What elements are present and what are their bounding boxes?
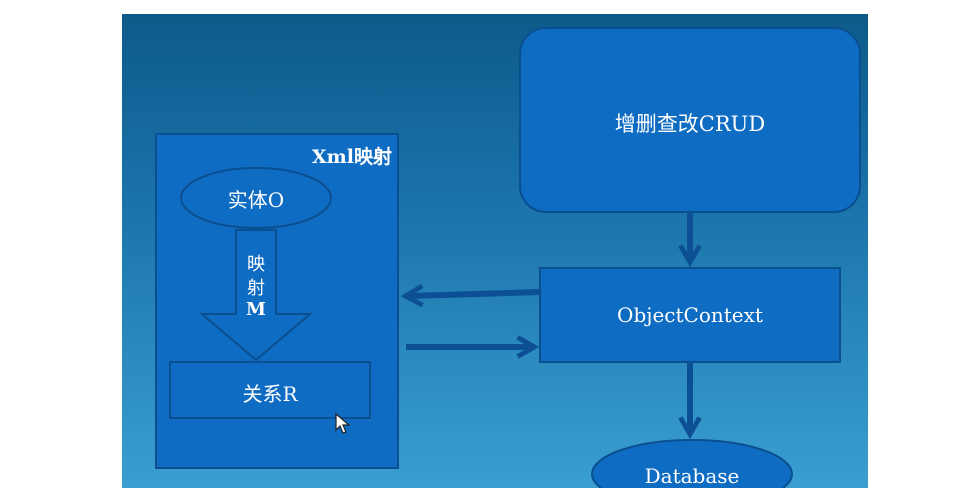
mapping-down-arrow: [199, 229, 313, 362]
object-context-box: [539, 267, 841, 363]
xml-mapping-title: Xml映射: [311, 146, 392, 168]
database-label: Database: [644, 464, 740, 488]
crud-label: 增删查改CRUD: [614, 112, 766, 136]
entity-label: 实体O: [227, 188, 285, 212]
mapping-label-1: 映: [247, 254, 265, 275]
relation-label: 关系R: [242, 382, 298, 406]
entity-ellipse: [180, 167, 332, 229]
diagram-slide: Xml映射 实体O 映 射 M 关系R 增删查改CRUD ObjectConte…: [122, 14, 868, 488]
mapping-label-3: M: [246, 299, 266, 320]
context-to-xml-arrow: [400, 283, 541, 308]
database-ellipse: [591, 439, 793, 488]
object-context-label: ObjectContext: [617, 303, 763, 327]
diagram-canvas: [155, 27, 861, 488]
mouse-cursor-icon: [335, 412, 351, 434]
relation-box: [169, 361, 371, 419]
mapping-label-2: 射: [247, 278, 265, 299]
